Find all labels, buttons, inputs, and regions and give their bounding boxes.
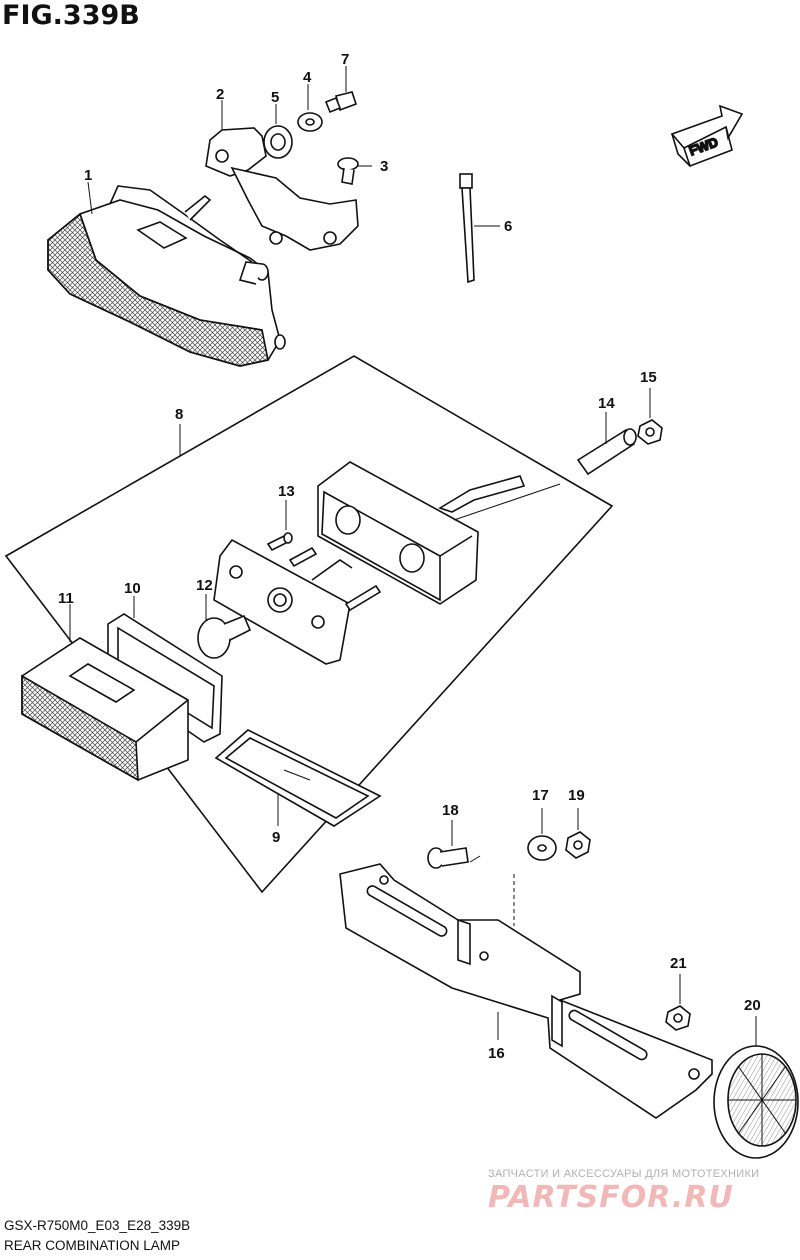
washer xyxy=(297,84,323,132)
callout-21: 21 xyxy=(670,955,687,972)
screw xyxy=(337,157,372,185)
reflector-plate xyxy=(214,729,382,827)
license-bracket xyxy=(339,855,713,1119)
callout-13: 13 xyxy=(278,483,295,500)
figure-title: FIG.339B xyxy=(2,0,140,31)
callout-16: 16 xyxy=(488,1045,505,1062)
callout-15: 15 xyxy=(640,369,657,386)
reflector-nut xyxy=(665,974,691,1031)
callout-1: 1 xyxy=(84,167,92,184)
callout-3: 3 xyxy=(380,158,388,175)
lamp-lens xyxy=(21,604,189,782)
bolt xyxy=(324,66,358,114)
lamp-assembly-outline xyxy=(4,355,614,894)
mounting-bolt xyxy=(427,820,469,869)
callout-2: 2 xyxy=(216,86,224,103)
bulb xyxy=(197,594,252,659)
lamp-bracket xyxy=(205,100,359,251)
rear-reflector xyxy=(713,1016,799,1159)
watermark-logo: PARTSFOR.RU xyxy=(488,1180,734,1215)
callout-9: 9 xyxy=(272,829,280,846)
callout-18: 18 xyxy=(442,802,459,819)
cable-tie xyxy=(459,173,500,284)
callout-10: 10 xyxy=(124,580,141,597)
model-code: GSX-R750M0_E03_E28_339B xyxy=(4,1218,191,1233)
callout-8: 8 xyxy=(175,406,183,423)
callout-5: 5 xyxy=(271,89,279,106)
watermark-tagline: ЗАПЧАСТИ И АКСЕССУАРЫ ДЛЯ МОТОТЕХНИКИ xyxy=(488,1168,760,1180)
flange-nut xyxy=(565,808,591,859)
callout-4: 4 xyxy=(303,69,312,86)
callout-20: 20 xyxy=(744,997,761,1014)
diagram-caption: REAR COMBINATION LAMP xyxy=(4,1238,181,1253)
nut xyxy=(637,388,663,445)
socket-plate xyxy=(213,538,382,665)
callout-19: 19 xyxy=(568,787,585,804)
tail-lamp-housing xyxy=(47,181,286,367)
lamp-case xyxy=(317,461,561,605)
callout-7: 7 xyxy=(341,51,349,68)
spacer-tube xyxy=(576,412,637,476)
fwd-arrow-icon: FWD xyxy=(670,104,744,168)
callout-14: 14 xyxy=(598,395,615,412)
callout-12: 12 xyxy=(196,577,213,594)
callout-11: 11 xyxy=(58,590,74,607)
callout-labels: 1 2 3 4 5 6 7 8 9 10 11 12 13 14 15 16 1… xyxy=(58,51,761,1062)
callout-17: 17 xyxy=(532,787,549,804)
callout-6: 6 xyxy=(504,218,512,235)
flat-washer xyxy=(527,808,557,861)
small-screw xyxy=(266,500,293,552)
grommet xyxy=(263,104,293,159)
